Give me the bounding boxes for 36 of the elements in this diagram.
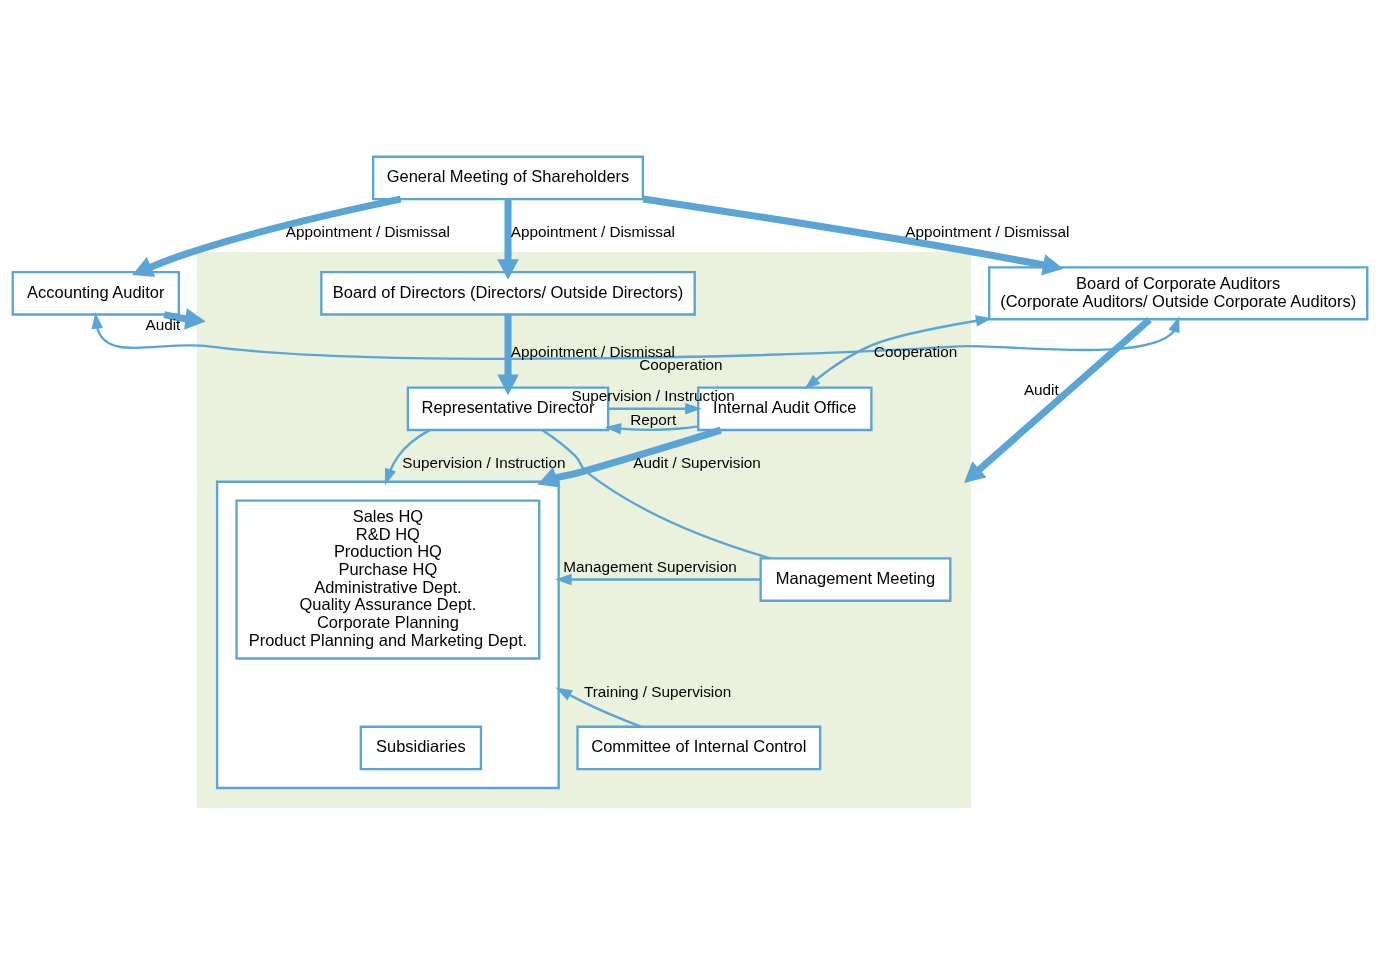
arrow: [604, 422, 699, 435]
node-box: Committee of Internal Control: [576, 725, 822, 770]
edge-label: Appointment / Dismissal: [905, 222, 1070, 240]
arrow: [132, 195, 402, 277]
arrow: [804, 314, 993, 390]
cluster: [197, 251, 971, 808]
arrow: [642, 194, 1064, 276]
edge-label: Supervision / Instruction: [402, 453, 566, 471]
node-box: Management Meeting: [759, 556, 952, 602]
node-box: General Meeting of Shareholders: [372, 155, 645, 200]
node-box: Subsidiaries: [359, 725, 483, 770]
edge-label: Appointment / Dismissal: [510, 222, 675, 240]
edge-label: Audit: [1023, 380, 1059, 398]
arrow: [91, 311, 1180, 360]
arrow: [497, 198, 519, 280]
node-box: Sales HQ R&D HQ Production HQ Purchase HQ Administrative Dept. Quality Assurance Dept. Corporate Planning Product Planning and Marketing Dept.: [235, 498, 541, 660]
cluster: [215, 480, 560, 789]
edge-label: Appointment / Dismissal: [510, 342, 675, 360]
edge-label: Training / Supervision: [583, 682, 732, 700]
arrow: [608, 402, 702, 415]
arrow: [555, 573, 761, 585]
arrow: [537, 426, 722, 487]
edge-label: Management Supervision: [563, 557, 737, 575]
arrow: [964, 316, 1152, 483]
edge-label: Report: [630, 410, 677, 428]
edge-label: Audit: [145, 315, 181, 333]
node-box: Accounting Auditor: [11, 270, 180, 316]
arrow: [384, 428, 431, 485]
node-box: Board of Corporate Auditors (Corporate Auditors/ Outside Corporate Auditors): [988, 265, 1369, 320]
arrow: [555, 687, 642, 728]
arrow: [163, 307, 206, 330]
connector: [541, 428, 771, 559]
arrow: [497, 314, 519, 395]
node-box: Board of Directors (Directors/ Outside Directors): [320, 270, 696, 316]
edge-label: Audit / Supervision: [633, 453, 761, 471]
edge-label: Appointment / Dismissal: [285, 222, 450, 240]
